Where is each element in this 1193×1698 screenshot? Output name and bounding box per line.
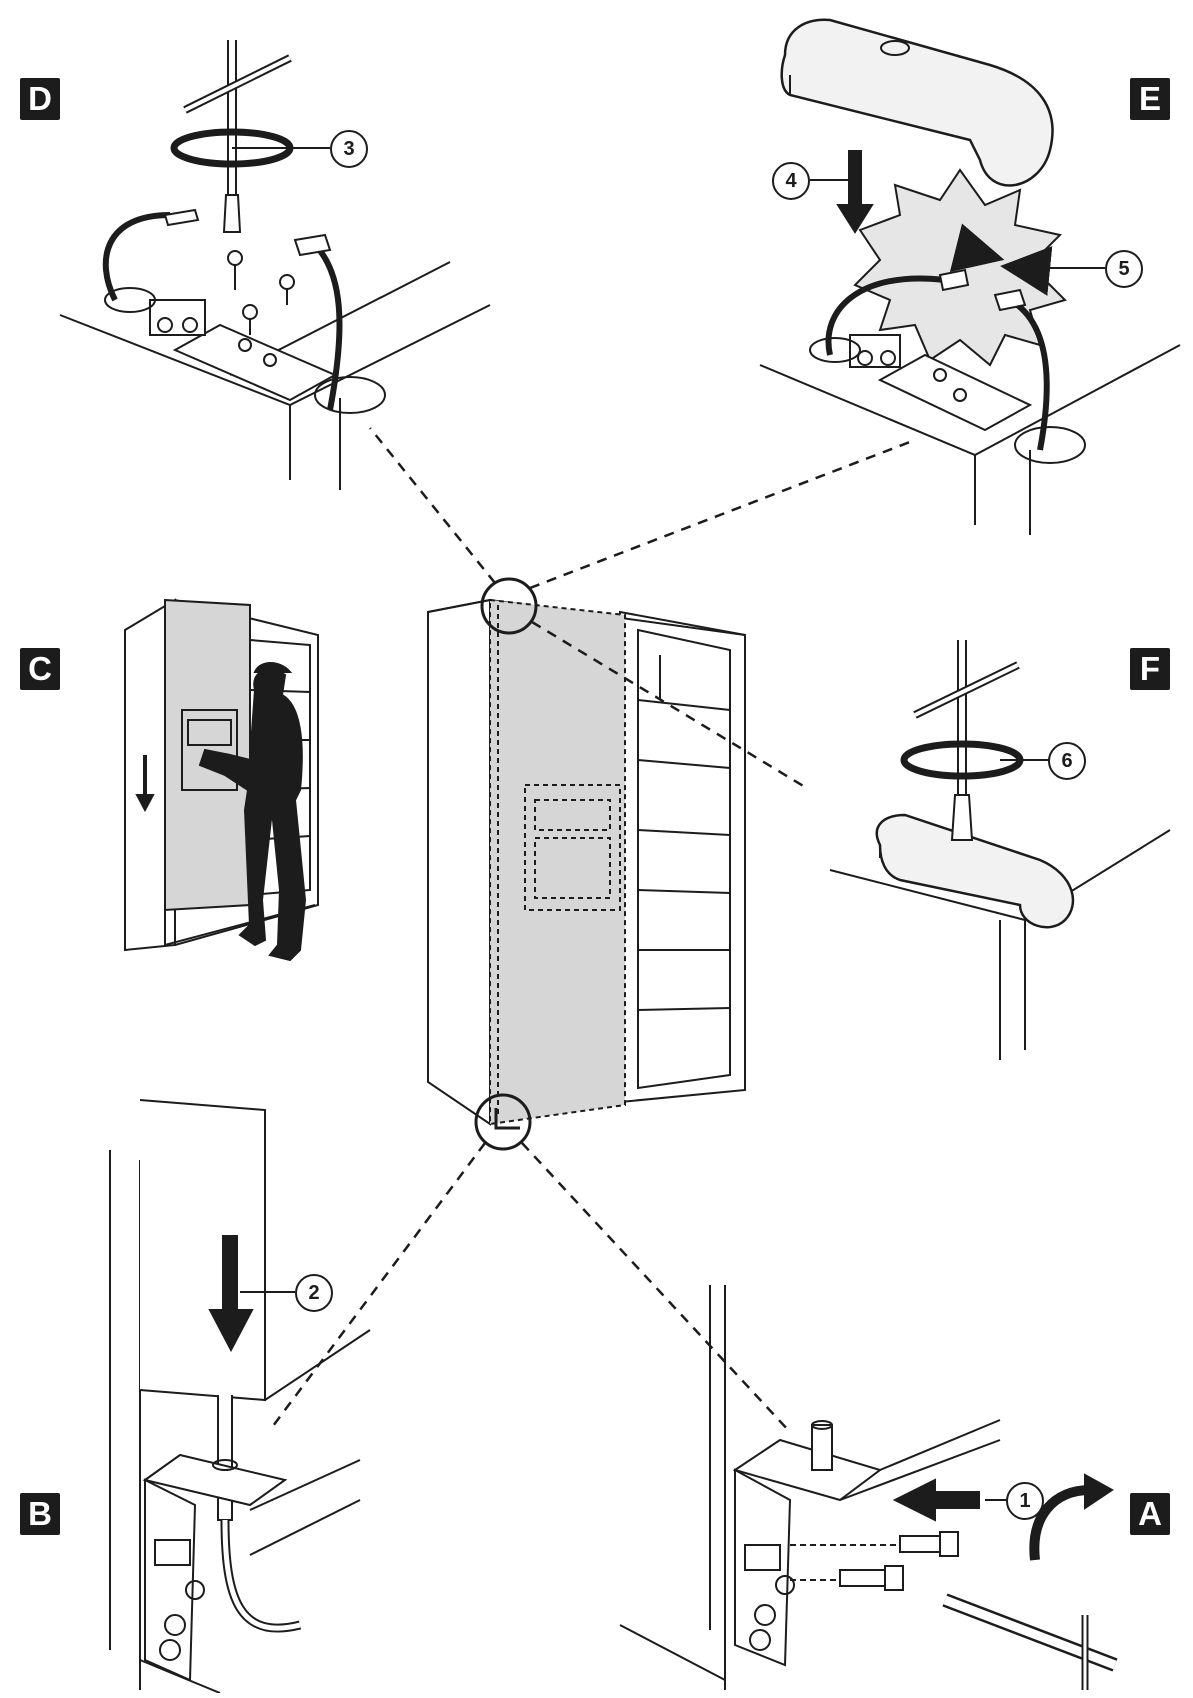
panel-label-e: E (1130, 78, 1170, 120)
step-1-marker: 1 (1006, 1482, 1044, 1520)
panel-e-illustration (759, 18, 1181, 535)
panel-label-b: B (20, 1493, 60, 1535)
step-2-marker: 2 (295, 1274, 333, 1312)
panel-c-illustration (124, 598, 319, 962)
step-3-marker: 3 (330, 130, 368, 168)
panel-label-c: C (20, 648, 60, 690)
panel-label-d: D (20, 78, 60, 120)
connector-lines (268, 427, 916, 1433)
panel-b-illustration (109, 1099, 371, 1694)
panel-f-illustration (829, 640, 1171, 1060)
step-5-marker: 5 (1105, 250, 1143, 288)
panel-label-f: F (1130, 648, 1170, 690)
step-6-marker: 6 (1048, 742, 1086, 780)
central-fridge-illustration (427, 577, 746, 1151)
step-4-marker: 4 (772, 162, 810, 200)
panel-d-illustration (59, 40, 491, 490)
panel-label-a: A (1130, 1493, 1170, 1535)
panel-a-illustration (619, 1285, 1118, 1690)
